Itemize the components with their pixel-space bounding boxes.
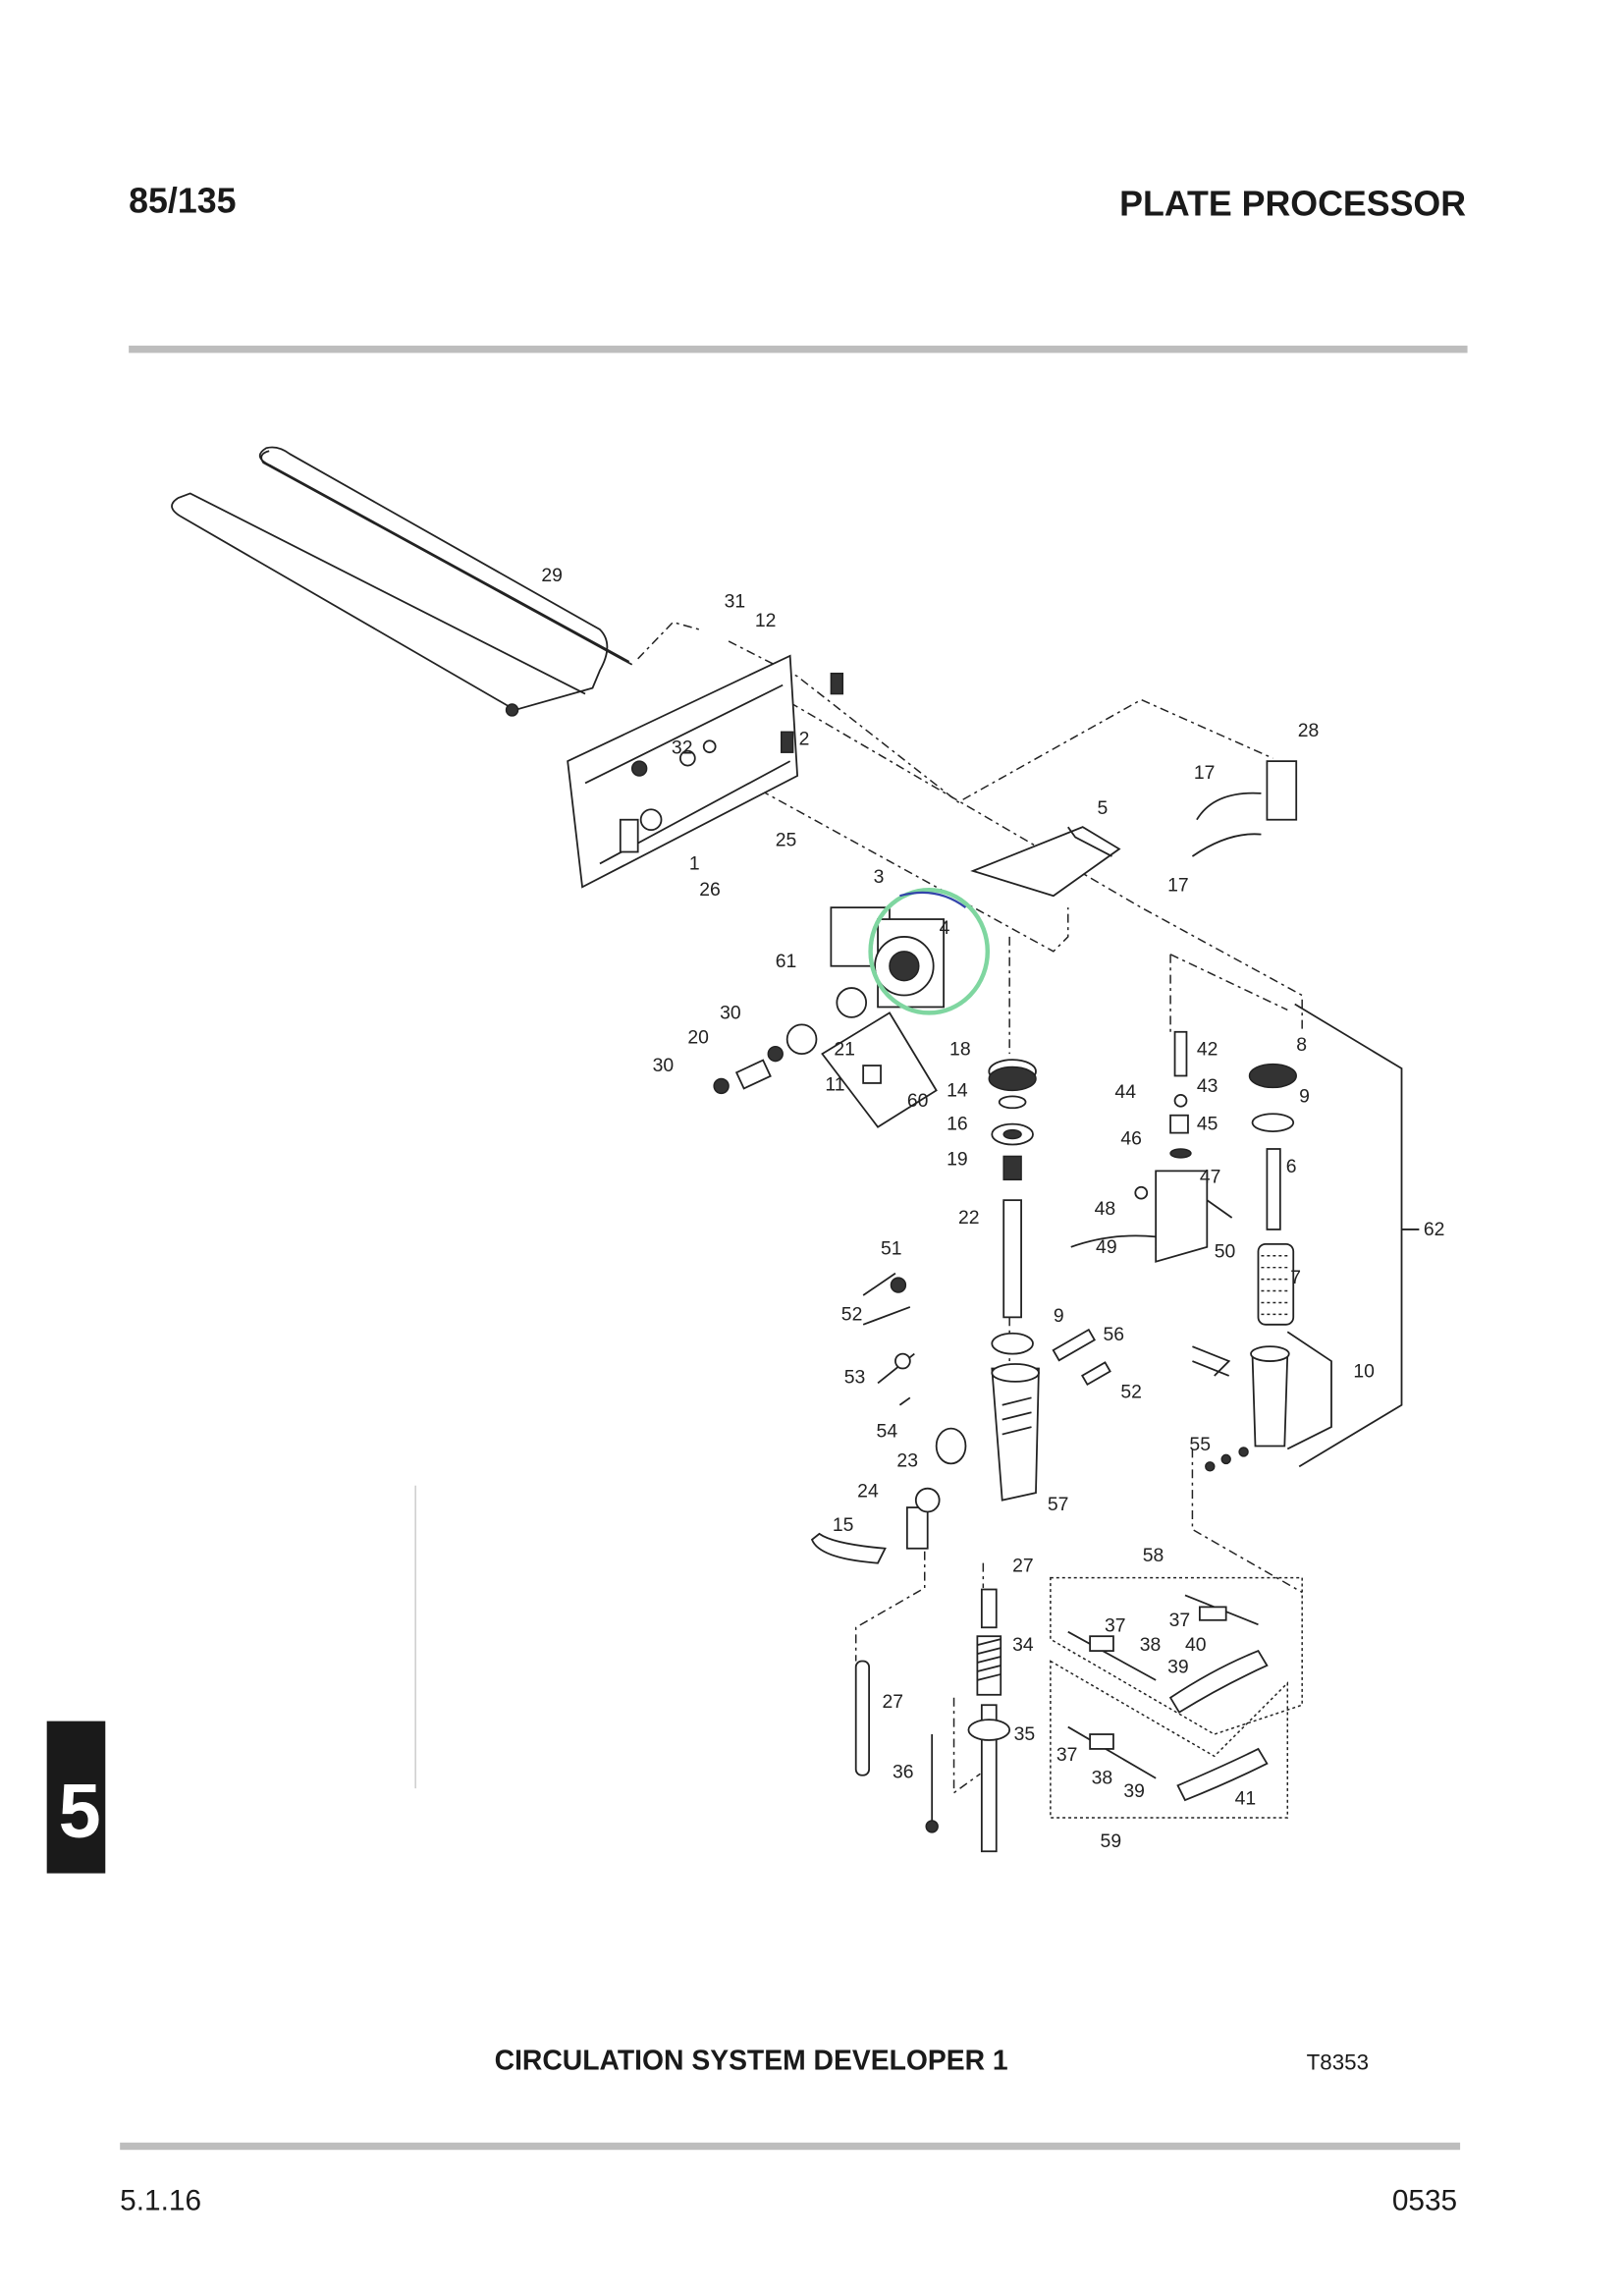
callout-number: 34: [1012, 1634, 1034, 1656]
callout-number: 40: [1185, 1634, 1207, 1656]
callout-number: 59: [1101, 1831, 1122, 1852]
callout-number: 61: [776, 951, 797, 972]
callout-number: 53: [844, 1366, 866, 1388]
callout-number: 52: [841, 1303, 863, 1325]
callout-number: 49: [1096, 1236, 1117, 1258]
callout-number: 38: [1092, 1768, 1113, 1789]
callout-number: 51: [881, 1237, 902, 1259]
callout-number: 19: [947, 1148, 968, 1170]
callout-number: 29: [541, 565, 563, 586]
callout-number: 2: [799, 729, 810, 750]
valve-block: [1155, 1170, 1209, 1263]
callout-number: 39: [1123, 1780, 1145, 1802]
callout-number: 17: [1194, 762, 1216, 784]
kit-58: [1050, 1576, 1303, 1735]
callout-number: 7: [1290, 1267, 1301, 1288]
callout-number: 41: [1235, 1788, 1257, 1810]
callout-number: 45: [1197, 1114, 1218, 1135]
callout-number: 22: [958, 1207, 980, 1229]
callout-number: 12: [755, 610, 777, 631]
footer-rule: [120, 2142, 1461, 2151]
callout-number: 55: [1189, 1434, 1211, 1455]
callout-number: 37: [1056, 1744, 1078, 1766]
figure-caption: CIRCULATION SYSTEM DEVELOPER 1: [495, 2044, 1008, 2075]
callout-number: 42: [1197, 1039, 1218, 1061]
callout-number: 31: [725, 591, 746, 613]
callout-number: 50: [1215, 1240, 1236, 1262]
callout-number: 30: [653, 1055, 675, 1076]
callout-number: 27: [1012, 1556, 1034, 1577]
callout-number: 9: [1299, 1085, 1310, 1107]
callout-number: 44: [1114, 1081, 1136, 1103]
kit-59: [1050, 1660, 1289, 1819]
heating-element: [171, 446, 630, 711]
mounting-panel: [567, 654, 799, 889]
callout-number: 46: [1120, 1128, 1142, 1150]
callout-number: 25: [776, 830, 797, 851]
callout-labels: 2931122322512652817173461302030211160181…: [541, 565, 1444, 1852]
callout-number: 28: [1298, 720, 1320, 741]
callout-number: 27: [883, 1691, 904, 1713]
callout-number: 21: [834, 1039, 855, 1061]
header-rule: [129, 345, 1468, 354]
filter-cartridge: [1257, 1242, 1295, 1326]
callout-number: 54: [877, 1421, 898, 1443]
callout-number: 10: [1353, 1360, 1375, 1382]
callout-number: 5: [1098, 797, 1109, 819]
callout-number: 24: [857, 1481, 879, 1503]
callout-number: 39: [1167, 1656, 1189, 1677]
callout-number: 37: [1105, 1615, 1126, 1637]
callout-number: 16: [947, 1114, 968, 1135]
callout-number: 57: [1048, 1494, 1069, 1515]
callout-number: 38: [1140, 1634, 1162, 1656]
callout-number: 48: [1095, 1198, 1116, 1220]
callout-number: 15: [833, 1514, 854, 1536]
section-tab-number: 5: [59, 1769, 101, 1853]
callout-number: 1: [689, 852, 700, 874]
callout-number: 23: [896, 1449, 918, 1471]
callout-number: 30: [720, 1002, 741, 1023]
callout-number: 60: [907, 1090, 929, 1112]
callout-number: 14: [947, 1079, 968, 1101]
header-model: 85/135: [129, 181, 236, 220]
header-title: PLATE PROCESSOR: [1119, 184, 1466, 223]
callout-number: 26: [699, 879, 721, 901]
section-tab: 5: [46, 1721, 106, 1874]
callout-number: 4: [940, 917, 950, 939]
figure-code: T8353: [1307, 2049, 1369, 2074]
callout-number: 35: [1014, 1723, 1036, 1745]
callout-number: 18: [949, 1039, 971, 1061]
callout-number: 58: [1143, 1545, 1164, 1566]
filter-housing: [991, 1367, 1040, 1502]
callout-number: 37: [1169, 1610, 1191, 1631]
footer-section: 5.1.16: [120, 2184, 201, 2216]
exploded-parts-diagram: [171, 446, 1420, 1853]
callout-number: 32: [672, 738, 693, 759]
footer-page-code: 0535: [1392, 2184, 1457, 2216]
callout-number: 47: [1200, 1166, 1221, 1187]
callout-number: 6: [1286, 1156, 1297, 1177]
callout-number: 43: [1197, 1075, 1218, 1097]
callout-number: 17: [1167, 875, 1189, 897]
callout-number: 20: [687, 1027, 709, 1049]
callout-number: 9: [1054, 1305, 1064, 1327]
callout-number: 52: [1120, 1381, 1142, 1402]
pump-motor: [830, 888, 991, 1018]
annotation-circle: [868, 888, 991, 1015]
callout-number: 36: [893, 1762, 914, 1783]
callout-number: 3: [874, 866, 885, 888]
callout-number: 8: [1296, 1034, 1307, 1056]
callout-number: 62: [1424, 1219, 1445, 1240]
callout-number: 11: [825, 1073, 844, 1095]
bracket-plate: [970, 826, 1121, 898]
callout-number: 56: [1104, 1324, 1125, 1345]
